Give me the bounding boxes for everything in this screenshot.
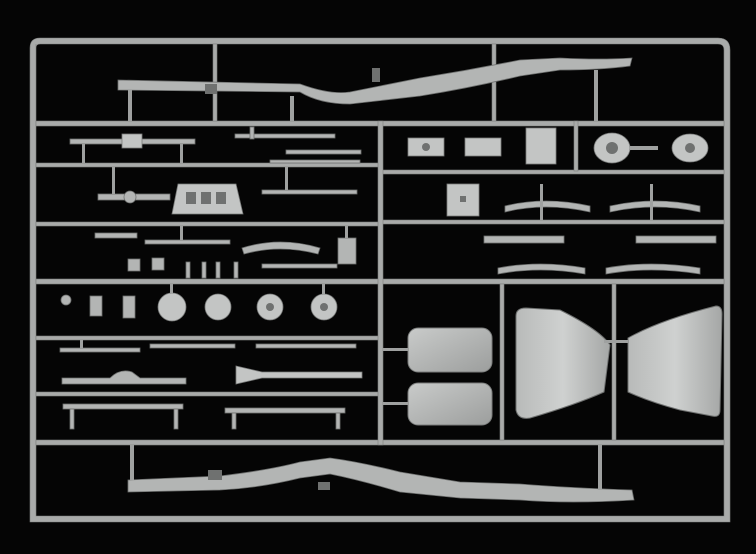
chassis-rail-top	[117, 57, 633, 121]
parts-row-6	[59, 340, 357, 353]
leaf-springs	[483, 184, 717, 275]
parts-right-upper	[407, 127, 709, 217]
sprue-frame	[29, 37, 731, 523]
parts-row-2	[97, 167, 358, 215]
parts-row-3	[94, 226, 357, 265]
parts-row-4	[127, 257, 338, 279]
parts-row-1	[69, 126, 362, 164]
seat-cushions	[383, 327, 493, 426]
fenders	[515, 305, 723, 419]
parts-row-5	[60, 284, 338, 322]
parts-row-7	[61, 365, 363, 430]
chassis-rail-bottom	[127, 445, 635, 503]
